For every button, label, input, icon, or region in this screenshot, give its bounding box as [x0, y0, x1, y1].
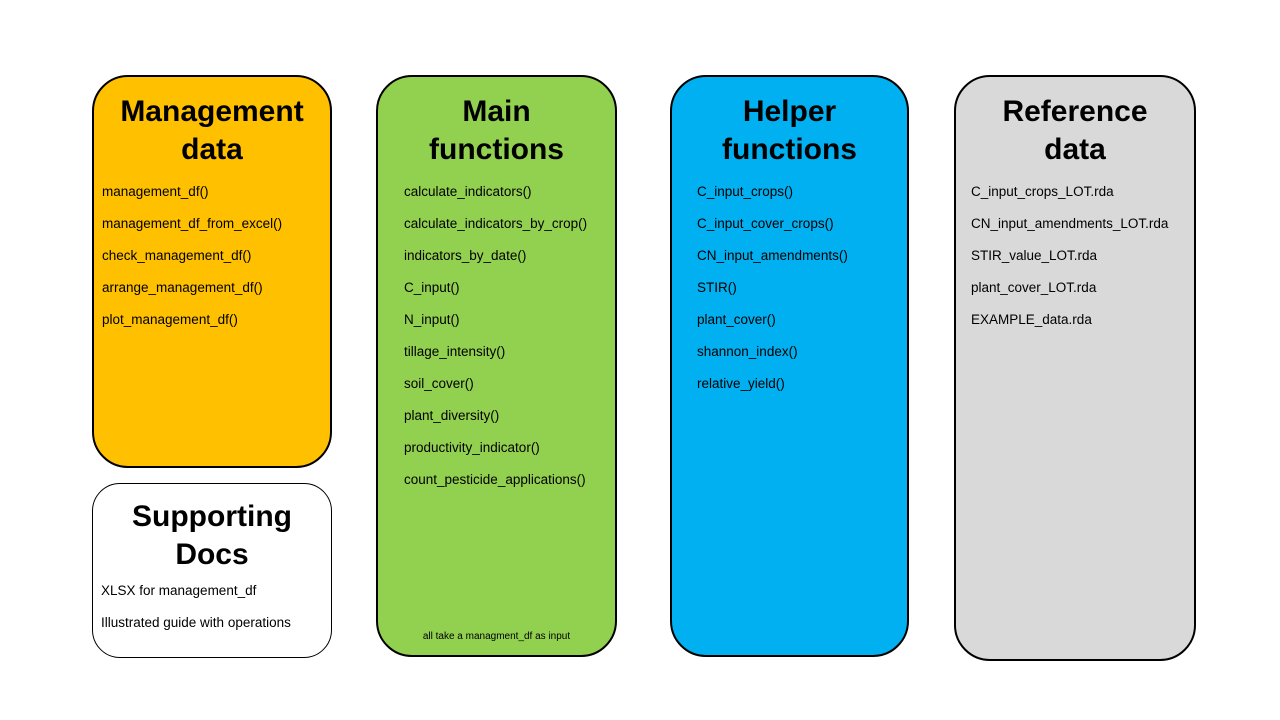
- list-item: soil_cover(): [404, 376, 474, 391]
- list-item: STIR(): [697, 280, 737, 295]
- list-item: STIR_value_LOT.rda: [971, 248, 1098, 263]
- main-functions-title: Main functions: [429, 95, 564, 166]
- list-item: plant_diversity(): [404, 408, 500, 423]
- list-item: calculate_indicators(): [404, 184, 532, 199]
- list-item: CN_input_amendments_LOT.rda: [971, 216, 1169, 231]
- list-item: C_input(): [404, 280, 460, 295]
- management-data-box: Management data management_df()managemen…: [92, 75, 332, 468]
- main-functions-footnote: all take a managment_df as input: [422, 631, 571, 642]
- list-item: management_df(): [102, 184, 209, 199]
- list-item: indicators_by_date(): [404, 248, 527, 263]
- list-item: plant_cover(): [697, 312, 776, 327]
- list-item: count_pesticide_applications(): [404, 472, 586, 487]
- main-functions-box: Main functions calculate_indicators()cal…: [376, 75, 617, 657]
- list-item: calculate_indicators_by_crop(): [404, 216, 588, 231]
- helper-functions-title: Helper functions: [722, 95, 857, 166]
- list-item: shannon_index(): [697, 344, 798, 359]
- supporting-docs-title: Supporting Docs: [132, 500, 292, 571]
- reference-data-title: Reference data: [1002, 95, 1148, 166]
- management-data-title: Management data: [120, 95, 304, 166]
- list-item: plant_cover_LOT.rda: [971, 280, 1097, 295]
- list-item: C_input_crops(): [697, 184, 794, 199]
- helper-functions-list: C_input_crops() C_input_cover_crops() CN_i…: [672, 185, 907, 391]
- list-item: plot_management_df(): [102, 312, 238, 327]
- list-item: tillage_intensity(): [404, 344, 506, 359]
- main-functions-list: calculate_indicators() calculate_indicato…: [378, 185, 615, 487]
- list-item: C_input_crops_LOT.rda: [971, 184, 1114, 199]
- list-item: check_management_df(): [102, 248, 252, 263]
- list-item: productivity_indicator(): [404, 440, 540, 455]
- list-item: N_input(): [404, 312, 460, 327]
- list-item: XLSX for management_df: [101, 583, 257, 598]
- list-item: Illustrated guide with operations: [101, 615, 291, 630]
- management-data-list: management_df() management_df_from_excel(…: [94, 185, 330, 327]
- list-item: EXAMPLE_data.rda: [971, 312, 1092, 327]
- list-item: arrange_management_df(): [102, 280, 263, 295]
- list-item: CN_input_amendments(): [697, 248, 848, 263]
- helper-functions-box: Helper functions C_input_crops()C_input_…: [670, 75, 909, 657]
- list-item: relative_yield(): [697, 376, 785, 391]
- list-item: management_df_from_excel(): [102, 216, 283, 231]
- list-item: C_input_cover_crops(): [697, 216, 834, 231]
